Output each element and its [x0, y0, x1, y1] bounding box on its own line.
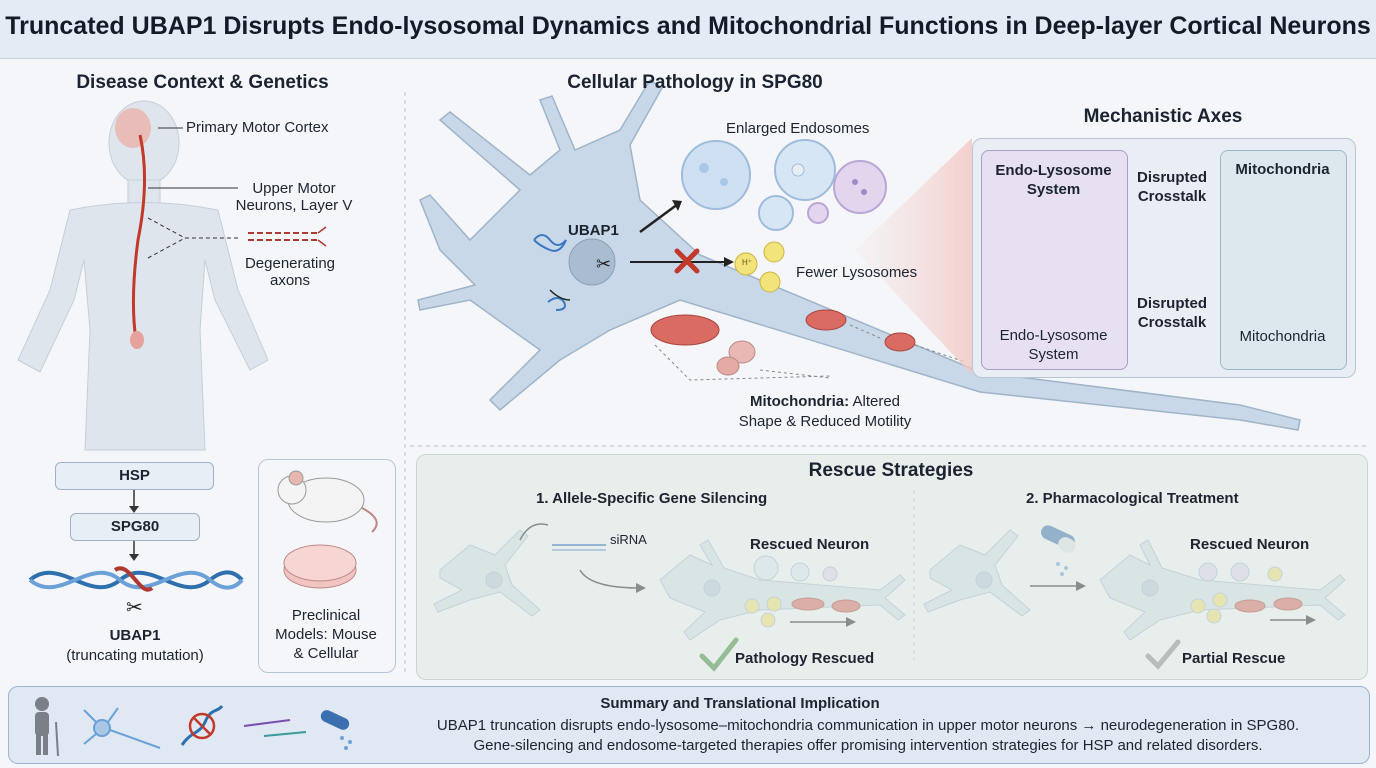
label-fewer-lysosomes: Fewer Lysosomes — [796, 264, 918, 281]
label-line: Neurons, Layer V — [235, 197, 353, 214]
flow-box-spg80: SPG80 — [70, 513, 200, 541]
preclinical-models-panel — [258, 459, 396, 673]
label-rescued-neuron-1: Rescued Neuron — [750, 536, 870, 553]
label-crosstalk-top: Disrupted Crosstalk — [1124, 168, 1220, 206]
rescue-panel — [416, 454, 1368, 680]
degenerating-axon-icon — [248, 226, 327, 247]
mitochondria-icon — [650, 309, 916, 376]
pointer-axons — [147, 217, 240, 259]
label-line: Endo-Lysosome — [995, 162, 1112, 179]
label-sirna: siRNA — [610, 532, 647, 547]
protein-icon — [533, 234, 567, 311]
label-line: Shape & Reduced Motility — [738, 413, 912, 430]
label-crosstalk-bottom: Disrupted Crosstalk — [1124, 294, 1220, 332]
mouse-icon — [277, 470, 378, 533]
gene-name: UBAP1 — [109, 627, 161, 644]
summary-text: UBAP1 truncation disrupts endo-lysosome–… — [372, 716, 1364, 756]
label-primary-motor-cortex: Primary Motor Cortex — [186, 119, 329, 136]
endosome-icon — [681, 139, 887, 231]
label-line: System — [1028, 346, 1079, 363]
section-heading-disease: Disease Context & Genetics — [76, 72, 329, 93]
label-degenerating-axons: Degenerating axons — [230, 255, 350, 289]
scissors-icon: ✂ — [126, 597, 143, 619]
label-mito-top: Mitochondria — [1235, 161, 1330, 178]
summary-line-1: UBAP1 truncation disrupts endo-lysosome–… — [436, 717, 1300, 734]
label-mito-bold: Mitochondria: — [749, 393, 850, 410]
label-strategy2: 2. Pharmacological Treatment — [1026, 490, 1239, 507]
label-mito-bottom: Mitochondria — [1239, 328, 1326, 345]
spinal-segment-icon — [130, 331, 144, 349]
label-line: Mitochondria: Altered — [720, 392, 930, 412]
scissors-icon: ✂ — [596, 254, 611, 274]
label-endo-bottom: Endo-Lysosome System — [981, 326, 1126, 364]
label-pathology-rescued: Pathology Rescued — [735, 650, 875, 667]
nucleus-icon — [568, 238, 616, 286]
label-line: Models: Mouse — [275, 626, 377, 643]
blocked-x-icon — [674, 248, 700, 274]
label-mito-rest: Altered — [849, 393, 901, 410]
label-endo-top: Endo-Lysosome System — [981, 161, 1126, 199]
label-line: Disrupted — [1136, 295, 1207, 312]
label-line: Degenerating — [244, 255, 336, 272]
label-ubap1: UBAP1 — [568, 222, 619, 239]
gene-note: (truncating mutation) — [66, 647, 204, 664]
label-line: System — [1026, 181, 1081, 198]
lysosome-icon — [734, 241, 785, 293]
preclinical-models-label: Preclinical Models: Mouse & Cellular — [258, 606, 394, 663]
petri-dish-icon — [283, 544, 357, 589]
motor-pathway-line — [131, 134, 147, 341]
summary-panel — [8, 686, 1370, 764]
label-line: Crosstalk — [1137, 188, 1207, 205]
endo-lysosome-box — [981, 150, 1128, 370]
label-line: Crosstalk — [1137, 314, 1207, 331]
title-bar — [0, 0, 1376, 59]
mitochondria-box — [1220, 150, 1347, 370]
section-heading-rescue: Rescue Strategies — [808, 460, 974, 481]
section-heading-axes: Mechanistic Axes — [1083, 106, 1243, 127]
summary-line-2: Gene-silencing and endosome-targeted the… — [473, 737, 1263, 754]
label-line: Upper Motor — [252, 180, 336, 197]
label-enlarged-endosomes: Enlarged Endosomes — [726, 120, 870, 137]
dna-helix-icon — [28, 566, 244, 592]
brain-icon — [115, 108, 151, 148]
label-mitochondria-altered: Mitochondria: Altered Shape & Reduced Mo… — [720, 392, 930, 432]
page-title: Truncated UBAP1 Disrupts Endo-lysosomal … — [5, 12, 1371, 40]
flow-box-hsp: HSP — [55, 462, 214, 490]
zoom-highlight — [855, 138, 972, 375]
label-partial-rescue: Partial Rescue — [1182, 650, 1286, 667]
label-upper-motor-neurons: Upper Motor Neurons, Layer V — [232, 180, 356, 214]
label-line: axons — [269, 272, 311, 289]
label-line: Endo-Lysosome — [999, 327, 1108, 344]
arrow-to-endosomes — [639, 202, 679, 234]
lysosome-proton-label: H⁺ — [742, 258, 752, 267]
summary-heading: Summary and Translational Implication — [600, 695, 880, 712]
label-line: Disrupted — [1136, 169, 1207, 186]
label-strategy1: 1. Allele-Specific Gene Silencing — [536, 490, 768, 507]
label-rescued-neuron-2: Rescued Neuron — [1190, 536, 1310, 553]
label-line: Preclinical — [291, 607, 361, 624]
section-heading-pathology: Cellular Pathology in SPG80 — [567, 72, 823, 93]
label-line: & Cellular — [293, 645, 359, 662]
